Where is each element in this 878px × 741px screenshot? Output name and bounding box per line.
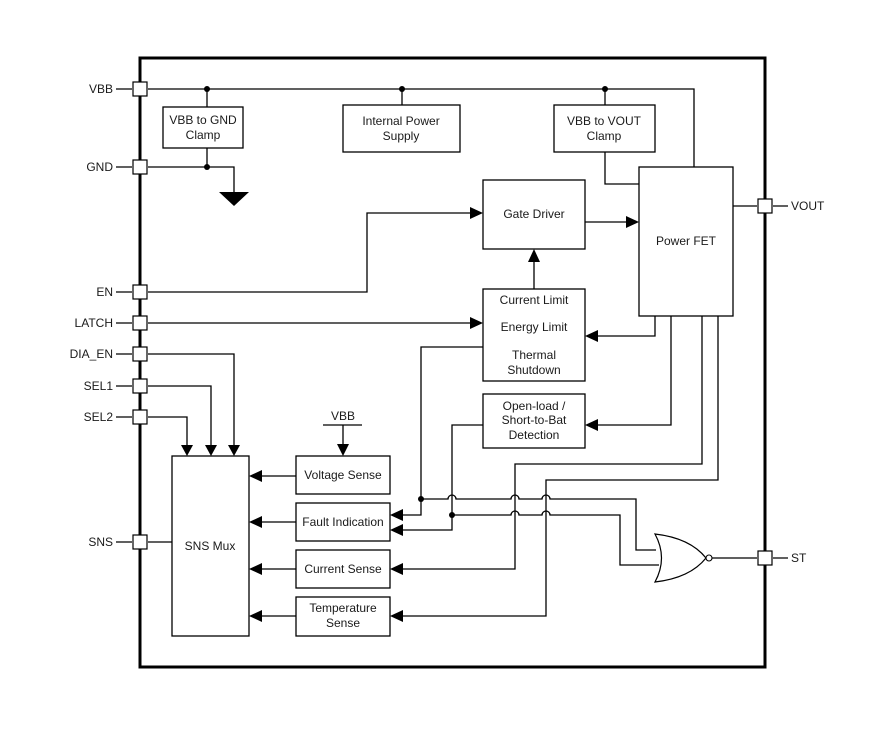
block-sns-mux: SNS Mux [171,455,250,637]
current-sense-label: Current Sense [304,562,382,576]
arrow-dia-en [228,445,240,456]
arrow-en-to-gate-driver [470,207,483,219]
fault-indication-label: Fault Indication [302,515,383,529]
arrow-sel2 [181,445,193,456]
gnd-wire [148,166,235,192]
arrow-voltage-sense [249,470,262,482]
pin-vbb: VBB [89,81,148,97]
fault-bus-2-wire [452,510,659,566]
open-load-label-3: Detection [509,428,560,442]
clamp-to-fet-wire [604,152,639,185]
en-wire [148,212,470,293]
junction-dots [204,86,608,518]
ips-label-1: Internal Power [362,114,439,128]
wires [148,88,757,617]
block-internal-power-supply: Internal Power Supply [342,104,461,153]
fault-bus-1-wire [421,494,656,551]
vbb-gnd-clamp-label-1: VBB to GND [169,113,237,127]
arrow-gate-to-fet [626,216,639,228]
arrow-vbb-ref [337,444,349,456]
ips-label-2: Supply [383,129,420,143]
pin-dia-en: DIA_EN [70,346,148,362]
arrow-fault-2 [390,524,403,536]
arrow-fault-1 [390,509,403,521]
arrow-fault-ind [249,516,262,528]
block-temperature-sense: Temperature Sense [295,596,391,637]
vbb-ref-wire [323,424,362,444]
power-fet-label: Power FET [656,234,717,248]
dia-en-wire [148,353,235,445]
arrow-fet-to-openload [585,419,598,431]
pin-sel1: SEL1 [84,378,148,394]
arrow-temp-sense [249,610,262,622]
block-gate-driver: Gate Driver [482,179,586,250]
pin-sel2: SEL2 [84,409,148,425]
ic-boundary [138,56,767,669]
pin-leads [116,88,788,559]
ground-icon [219,192,249,206]
arrow-current-sense-in [390,563,403,575]
protection-label-3: Thermal [512,348,556,362]
block-vbb-vout-clamp: VBB to VOUT Clamp [553,104,656,153]
pin-dia-en-label: DIA_EN [70,347,113,361]
arrowheads [181,207,639,622]
protection-label-2: Energy Limit [501,320,568,334]
pin-gnd: GND [86,159,148,175]
protection-label-4: Shutdown [507,363,560,377]
pin-gnd-label: GND [86,160,113,174]
pin-sel1-label: SEL1 [84,379,114,393]
voltage-sense-label: Voltage Sense [304,468,382,482]
openload-fault-wire [403,424,483,531]
arrow-temp-sense-in [390,610,403,622]
pin-sns: SNS [88,534,148,550]
fet-to-current-sense-wire [403,316,703,570]
gate-driver-label: Gate Driver [503,207,564,221]
pin-sns-label: SNS [88,535,113,549]
fet-to-temp-sense-wire [403,316,719,617]
protection-fault-wire [403,346,483,516]
protection-label-1: Current Limit [500,293,569,307]
pin-sel2-label: SEL2 [84,410,114,424]
temperature-sense-label-2: Sense [326,616,360,630]
block-protection: Current Limit Energy Limit Thermal Shutd… [482,288,586,382]
fet-to-openload-wire [598,316,672,426]
arrow-protection-to-gate [528,249,540,262]
arrow-sel1 [205,445,217,456]
pin-vout: VOUT [757,198,825,214]
block-voltage-sense: Voltage Sense [295,455,391,495]
block-fault-indication: Fault Indication [295,502,391,542]
pin-vbb-label: VBB [89,82,113,96]
pin-en: EN [96,284,148,300]
block-power-fet: Power FET [638,166,734,317]
right-pins: VOUT ST [757,198,825,566]
pin-en-label: EN [96,285,113,299]
pin-vout-label: VOUT [791,199,825,213]
temperature-sense-label-1: Temperature [309,601,377,615]
nor-gate-icon [653,533,713,583]
pin-latch-label: LATCH [75,316,113,330]
sel1-wire [148,385,212,445]
arrow-current-sense [249,563,262,575]
left-pins: VBB GND EN LATCH DIA_EN SEL1 SEL2 SNS [70,81,148,550]
arrow-fet-to-protection [585,330,598,342]
vbb-gnd-clamp-label-2: Clamp [186,128,221,142]
arrow-latch [470,317,483,329]
block-open-load: Open-load / Short-to-Bat Detection [482,393,586,449]
vbb-ref-label: VBB [331,409,355,423]
vbb-vout-clamp-label-2: Clamp [587,129,622,143]
sel2-wire [148,416,188,445]
sns-mux-label: SNS Mux [185,539,236,553]
pin-latch: LATCH [75,315,148,331]
open-load-label-2: Short-to-Bat [502,413,567,427]
fet-to-protection-wire [598,316,656,337]
open-load-label-1: Open-load / [503,399,566,413]
block-current-sense: Current Sense [295,549,391,589]
vbb-vout-clamp-label-1: VBB to VOUT [567,114,642,128]
pin-st: ST [757,550,807,566]
vbb-rail-wire [148,88,695,167]
pin-st-label: ST [791,551,807,565]
block-vbb-gnd-clamp: VBB to GND Clamp [162,106,244,149]
